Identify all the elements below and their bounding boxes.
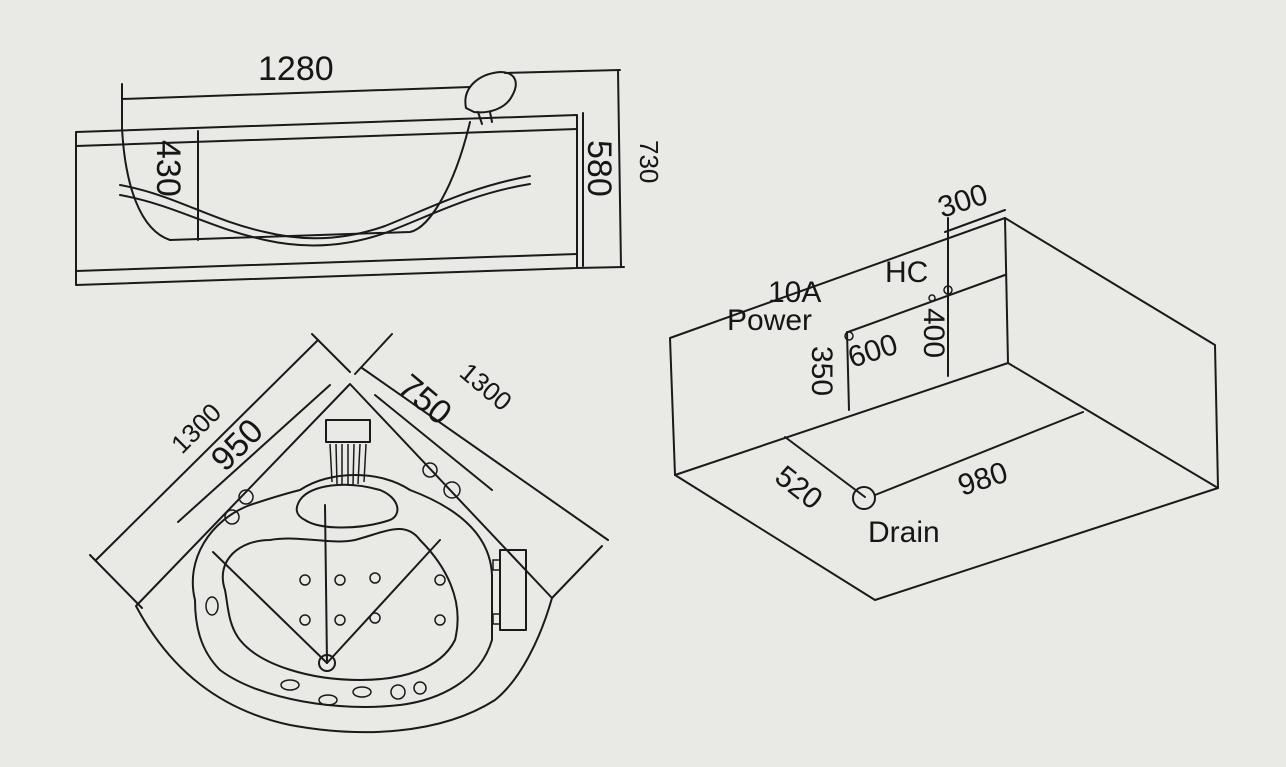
hc-port-icon-2 [928,294,936,302]
install-panel-line-1 [846,331,850,411]
hc-port-icon [943,285,953,295]
install-floor-back-left [674,362,1009,476]
dim-1300-right-tick1 [354,333,393,375]
dim-980-label: 980 [954,456,1012,503]
dim-750-line [374,394,493,491]
dim-350-label: 350 [805,346,838,396]
dim-1300-right-line [361,367,609,541]
dim-730-label: 730 [634,140,664,183]
top-jets [205,462,461,706]
dim-1300-right-tick2 [551,545,603,599]
top-pillow-stripes [329,443,367,486]
dim-580-label: 580 [580,140,618,197]
drain-circle-icon [852,486,876,510]
side-wave-line-1 [119,175,531,240]
power-label: Power [727,304,812,337]
dim-520-label: 520 [769,460,829,517]
dim-1300-left-tick2 [311,333,351,373]
dim-520-line [784,436,866,498]
side-headrest [464,71,517,114]
top-basin [221,528,459,681]
dim-730-bottom-ext [576,266,625,269]
top-drain-diag-1 [324,504,328,664]
install-view: 300 HC 10A Power 600 400 350 520 980 Dra… [669,178,1219,601]
top-tub-outer [135,383,553,734]
dim-1300-left-tick1 [89,554,143,609]
drain-label: Drain [868,516,940,549]
dim-730-line [617,69,622,268]
dim-430-label: 430 [149,140,187,197]
top-drain-diag-3 [326,539,441,664]
top-control-box-tab-2 [492,613,501,625]
install-top-left-edge [669,217,1219,601]
top-control-box [499,549,527,631]
top-drain-diag-2 [212,551,328,664]
side-view: 1280 730 580 430 [75,50,664,286]
side-wave-line-2 [119,183,531,247]
dim-750-label: 750 [391,367,459,433]
power-amp-label: 10A [768,276,821,309]
dim-730-top-ext [504,69,621,74]
dim-1280-label: 1280 [258,50,334,88]
dim-1300-left-line [95,339,319,561]
dim-300-line [944,209,1006,233]
side-headrest-post [477,111,483,125]
top-headrest [325,419,371,443]
power-port-icon [844,331,854,341]
top-view: 1300 950 750 1300 [89,333,609,734]
install-panel-line-3 [847,274,1006,333]
dim-980-line [874,411,1084,496]
side-headrest-post-2 [489,111,493,123]
install-floor-back-right [1007,362,1219,489]
dim-950-line [177,384,331,523]
top-seat [295,483,399,529]
top-control-box-tab [492,559,501,571]
side-rim-line [75,128,578,147]
side-skirt-line [75,253,578,272]
top-tub-rim [191,474,493,708]
dim-1280-line [121,86,471,100]
hc-label: HC [885,256,928,289]
install-back-vertical [1004,217,1009,364]
dim-1300-right-label: 1300 [454,357,518,417]
dim-400-label: 400 [917,308,950,358]
